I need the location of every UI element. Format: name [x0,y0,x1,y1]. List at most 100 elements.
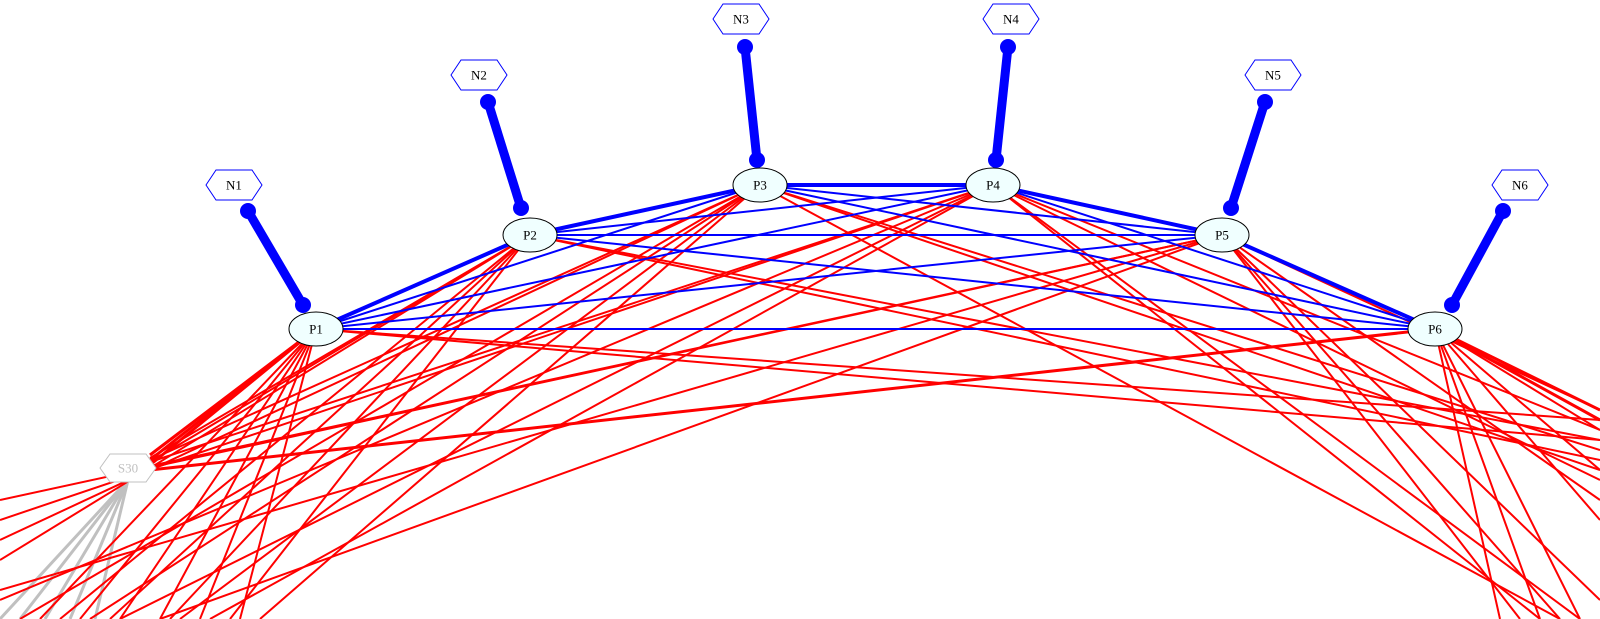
red-edge-p6-7 [1434,328,1541,619]
edge-p1-p4 [315,184,994,330]
connector-dot-p1 [295,297,311,313]
gray-edge-s30-0 [0,478,130,619]
node-p3-shape [732,167,788,203]
connector-n2-p2 [483,100,526,210]
node-p5-label: P5 [1215,228,1229,243]
node-n3[interactable]: N3 [712,3,770,35]
connector-dot-p5 [1223,200,1239,216]
red-edge-p6-8 [1434,328,1581,619]
node-n5-shape [1244,59,1302,91]
red-edge-p4-0 [149,184,994,463]
edge-p2-p3 [529,183,761,237]
node-n6[interactable]: N6 [1491,169,1549,201]
red-edge-p5-6 [1221,234,1521,619]
node-n5[interactable]: N5 [1244,59,1302,91]
node-p1[interactable]: P1 [288,311,344,347]
connector-dot-n5 [1257,94,1273,110]
node-p3[interactable]: P3 [732,167,788,203]
red-edge-p4-7 [992,184,1541,619]
connector-n3-p3 [740,46,762,161]
node-p1-label: P1 [309,322,323,337]
node-p6[interactable]: P6 [1407,311,1463,347]
node-p2[interactable]: P2 [502,217,558,253]
node-n1[interactable]: N1 [205,169,263,201]
red-edge-p3-1 [0,184,761,541]
node-n4[interactable]: N4 [982,3,1040,35]
red-edge-p3-5 [259,184,761,619]
node-s30[interactable]: S30 [99,453,157,483]
node-p5-shape [1194,217,1250,253]
red-edge-p3-4 [179,184,761,619]
connector-dot-p3 [749,152,765,168]
blue-edge-layer [315,183,1436,331]
node-n2[interactable]: N2 [450,59,508,91]
red-edge-p5-3 [159,234,1223,619]
connector-n6-p6 [1448,208,1507,308]
red-edge-p4-3 [119,184,994,619]
gray-edge-s30-3 [68,479,130,619]
node-s30-shape [99,453,157,483]
node-n6-label: N6 [1512,178,1528,193]
connector-dot-n2 [480,94,496,110]
red-edge-p5-8 [1221,234,1600,601]
node-n4-label: N4 [1003,12,1019,27]
red-edge-p6-2 [1434,327,1600,422]
edge-p4-p6 [992,184,1436,330]
red-edge-p2-2 [0,234,531,561]
connector-dot-n1 [240,203,256,219]
red-edge-p5-5 [1221,234,1600,501]
gray-edge-s30-4 [93,479,130,619]
gray-edge-layer [0,478,130,619]
edge-p1-p3 [315,184,761,330]
red-edge-p6-0 [149,327,1436,472]
n-p-connector-layer [240,39,1511,313]
node-p4-shape [965,167,1021,203]
red-edge-p1-3 [39,328,317,619]
node-s30-label: S30 [118,461,138,476]
node-n5-label: N5 [1265,68,1281,83]
gray-edge-s30-1 [18,479,130,619]
connector-dot-p4 [988,152,1004,168]
red-edge-p4-8 [992,184,1581,619]
red-edge-p1-8 [239,328,317,619]
red-edge-p6-3 [1434,328,1600,431]
red-edge-p2-7 [529,234,1600,441]
node-p4[interactable]: P4 [965,167,1021,203]
edge-p2-p6 [529,234,1436,330]
red-edge-p5-1 [0,234,1223,501]
connector-dot-p2 [513,200,529,216]
red-edge-p1-9 [315,328,1600,421]
red-edge-layer [0,184,1600,619]
node-n3-label: N3 [733,12,749,27]
red-edge-p6-6 [1434,328,1501,619]
node-n2-label: N2 [471,68,487,83]
red-edge-p2-5 [169,234,531,619]
connector-dot-p6 [1444,297,1460,313]
connector-n1-p1 [244,208,307,308]
edge-p5-p6 [1221,233,1436,331]
connector-n4-p4 [991,46,1013,161]
node-n1-shape [205,169,263,201]
red-edge-p6-4 [1434,328,1600,471]
red-edge-p3-8 [759,184,1561,619]
edge-p2-p4 [529,184,994,236]
node-n3-shape [712,3,770,35]
node-p3-label: P3 [753,178,767,193]
red-edge-p5-7 [1221,234,1561,619]
node-n1-label: N1 [226,178,242,193]
node-n2-shape [450,59,508,91]
red-edge-p3-2 [19,184,761,619]
node-p4-label: P4 [986,178,1000,193]
connector-dot-n3 [737,39,753,55]
node-p2-label: P2 [523,228,537,243]
node-p6-shape [1407,311,1463,347]
red-edge-p4-4 [209,184,994,619]
node-p5[interactable]: P5 [1194,217,1250,253]
red-edge-p2-3 [59,234,531,619]
red-edge-p1-10 [315,328,1600,441]
edge-p1-p2 [315,233,531,331]
node-p1-shape [288,311,344,347]
red-edge-p3-0 [149,184,761,461]
red-edge-p3-3 [89,184,761,619]
